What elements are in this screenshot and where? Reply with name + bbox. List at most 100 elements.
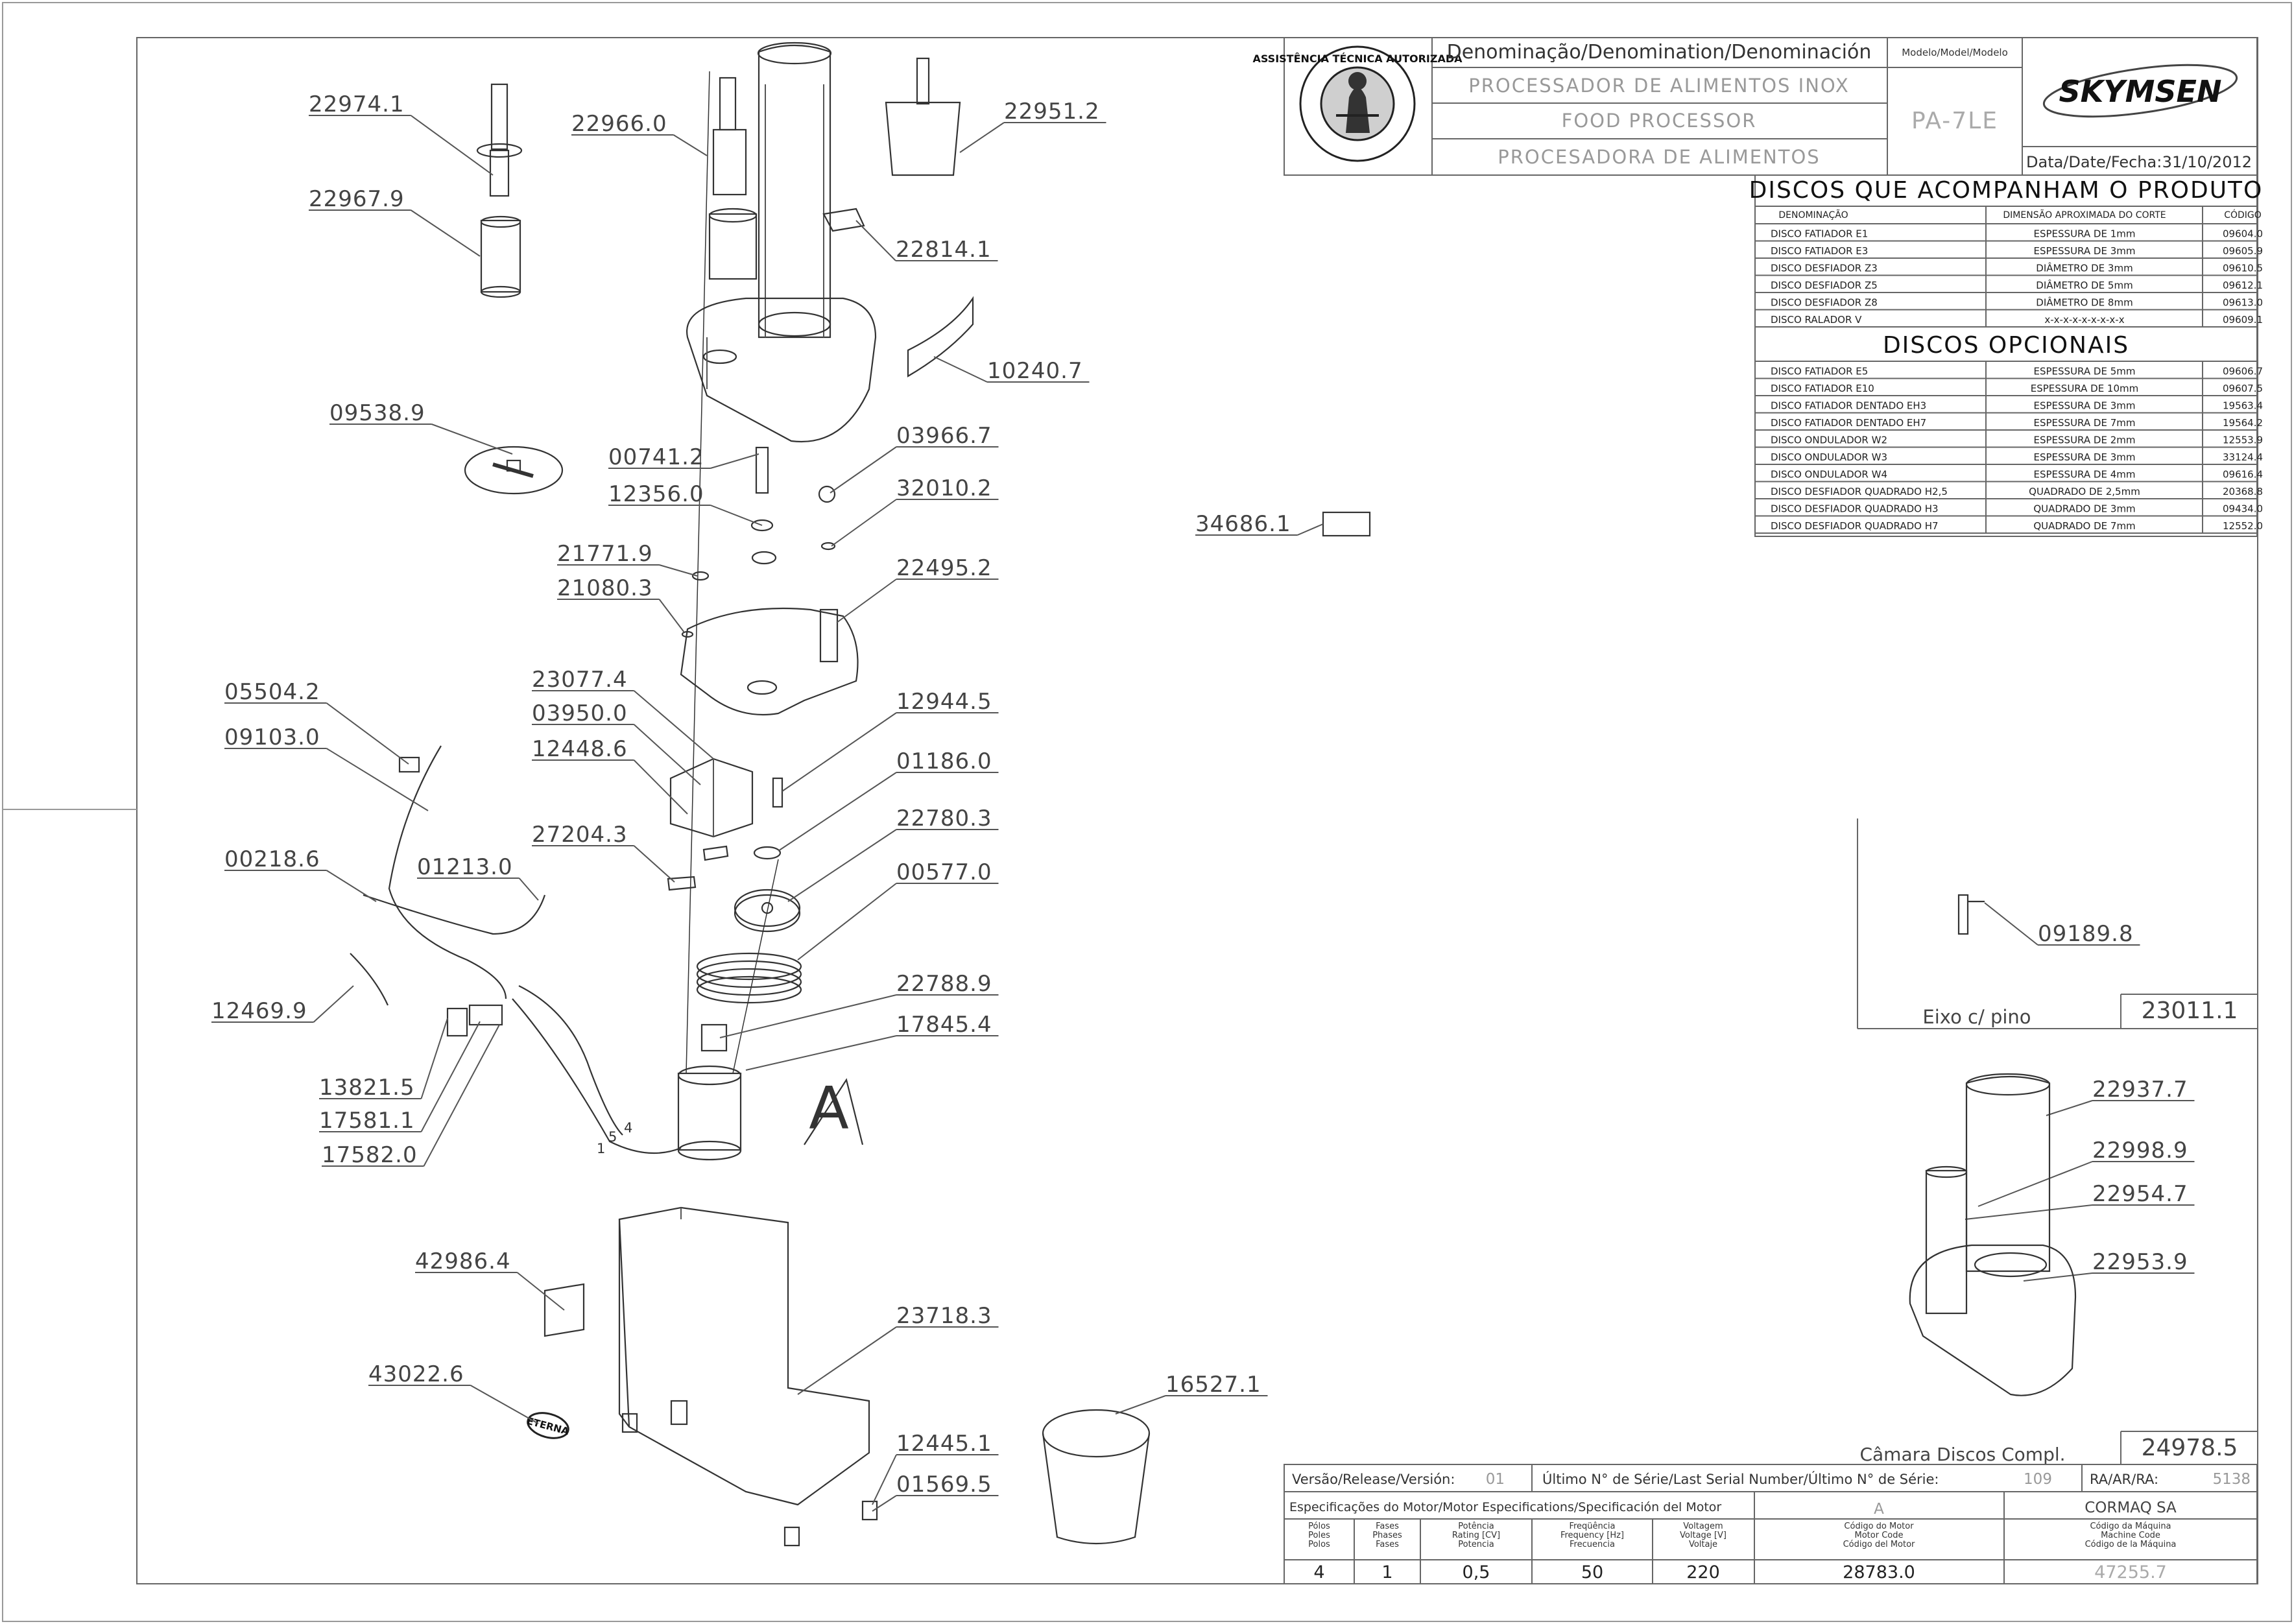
brand-name: SKYMSEN [2059, 74, 2222, 109]
drive-pulley [734, 777, 801, 933]
callout-label: 16527.1 [1165, 1372, 1261, 1398]
callout-17845.4: 17845.4 [745, 1012, 999, 1071]
callout-label: 22954.7 [2092, 1181, 2188, 1207]
callout-leader [516, 1272, 565, 1311]
callout-label: 01186.0 [896, 748, 992, 774]
callout-label: 23718.3 [896, 1303, 992, 1329]
date-value: 31/10/2012 [2162, 153, 2252, 171]
spec-header-volt-label: Voltagem [1683, 1522, 1723, 1531]
callout-leader [2046, 1100, 2093, 1116]
callout-00218.6: 00218.6 [224, 846, 377, 902]
spec-header-poles-label: Pólos [1308, 1522, 1330, 1531]
callout-16527.1: 16527.1 [1115, 1372, 1268, 1415]
callout-01213.0: 01213.0 [417, 854, 539, 901]
denomination-label: Denominação/Denomination/Denominación [1447, 41, 1872, 64]
machine-code-value: 47255.7 [2094, 1562, 2167, 1582]
callout-leader [855, 220, 896, 261]
callout-leader [787, 829, 897, 902]
callout-label: 03950.0 [532, 700, 628, 726]
disc-code: 09612.1 [2223, 280, 2263, 291]
callout-label: 22998.9 [2092, 1138, 2188, 1164]
callout-label: 17581.1 [319, 1108, 415, 1134]
callout-leader [830, 446, 897, 494]
detail-chamber-box: Câmara Discos Compl. 24978.5 [1859, 1073, 2258, 1465]
callout-label: 12356.0 [608, 481, 704, 507]
col-code: CÓDIGO [2224, 209, 2262, 221]
spec-header-machine-code-label: Machine Code [2101, 1531, 2160, 1540]
callout-label: 23077.4 [532, 667, 628, 693]
disc-code: 33124.4 [2223, 451, 2263, 463]
callout-label: 17845.4 [896, 1012, 992, 1038]
callout-13821.5: 13821.5 [319, 1018, 448, 1101]
callout-label: 09189.8 [2038, 921, 2134, 947]
callout-22788.9: 22788.9 [719, 971, 999, 1038]
callout-32010.2: 32010.2 [831, 475, 999, 547]
callout-43022.6: 43022.6 [368, 1361, 539, 1424]
disc-code: 09613.0 [2223, 297, 2263, 309]
version-value: 01 [1486, 1471, 1505, 1488]
info-decal [1322, 511, 1371, 537]
callout-09189.8: 09189.8 [1984, 902, 2140, 947]
callout-label: 22814.1 [896, 237, 992, 263]
chamber-caption: Câmara Discos Compl. [1859, 1444, 2065, 1465]
power-value: 0,5 [1463, 1562, 1490, 1582]
shaft-code: 23011.1 [2142, 997, 2238, 1024]
callout-17582.0: 17582.0 [322, 1024, 500, 1168]
callout-leader [420, 1018, 448, 1099]
callout-leader [470, 1385, 539, 1424]
callout-01569.5: 01569.5 [872, 1472, 999, 1512]
callout-leader [423, 1024, 500, 1167]
name-en: FOOD PROCESSOR [1562, 110, 1757, 132]
callout-leader [658, 599, 685, 633]
detail-shaft-box: Eixo c/ pino 23011.1 [1857, 818, 2258, 1029]
disc-cut-size: ESPESSURA DE 5mm [2034, 366, 2136, 377]
callout-22780.3: 22780.3 [787, 806, 999, 902]
callout-12445.1: 12445.1 [872, 1431, 999, 1505]
callout-leader [719, 994, 897, 1038]
callout-label: 22937.7 [2092, 1077, 2188, 1103]
callout-22954.7: 22954.7 [1965, 1181, 2195, 1220]
motor-spec-label: Especificações do Motor/Motor Especifica… [1289, 1500, 1721, 1514]
spec-header-motor-code-label: Código del Motor [1843, 1540, 1915, 1549]
shaft-stack [750, 446, 836, 565]
callout-label: 22951.2 [1004, 99, 1100, 125]
callout-42986.4: 42986.4 [415, 1248, 565, 1311]
callout-leader [518, 878, 539, 901]
callout-label: 22495.2 [896, 555, 992, 581]
callout-22974.1: 22974.1 [309, 91, 494, 176]
feed-chute [757, 42, 832, 339]
callout-label: 12448.6 [532, 736, 628, 762]
callout-label: 00741.2 [608, 444, 704, 470]
spec-header-motor-code-label: Código do Motor [1844, 1522, 1914, 1531]
callout-label: 09103.0 [224, 724, 320, 750]
shaft-pin [1957, 894, 1969, 935]
callout-23718.3: 23718.3 [797, 1303, 999, 1395]
model-value: PA-7LE [1911, 108, 1998, 134]
disc-cut-size: x-x-x-x-x-x-x-x-x [2044, 314, 2124, 326]
callout-leader [2023, 1272, 2093, 1282]
company-name: CORMAQ SA [2085, 1499, 2177, 1516]
eterna-logo-text: ETERNA [525, 1415, 570, 1438]
disc-cut-size: ESPESSURA DE 2mm [2034, 435, 2136, 446]
disc-name: DISCO DESFIADOR Z8 [1771, 297, 1878, 309]
callout-22495.2: 22495.2 [836, 555, 999, 623]
warning-label [822, 208, 865, 232]
frequency-value: 50 [1581, 1562, 1603, 1582]
callout-label: 22953.9 [2092, 1249, 2188, 1275]
wire-label-1: 1 [597, 1141, 605, 1156]
callout-17581.1: 17581.1 [319, 1021, 481, 1134]
disc-cut-size: ESPESSURA DE 7mm [2034, 417, 2136, 429]
callout-leader [326, 870, 377, 902]
disc-name: DISCO ONDULADOR W3 [1771, 451, 1887, 463]
callout-leader [431, 424, 513, 455]
callout-label: 00577.0 [896, 859, 992, 885]
callout-leader [633, 724, 701, 785]
collection-bowl [1042, 1409, 1151, 1545]
voltage-value: 220 [1686, 1562, 1720, 1582]
col-dimension: DIMENSÃO APROXIMADA DO CORTE [2003, 209, 2166, 221]
callout-22967.9: 22967.9 [309, 186, 481, 257]
callout-leader [710, 453, 759, 469]
callout-label: 09538.9 [329, 400, 425, 426]
